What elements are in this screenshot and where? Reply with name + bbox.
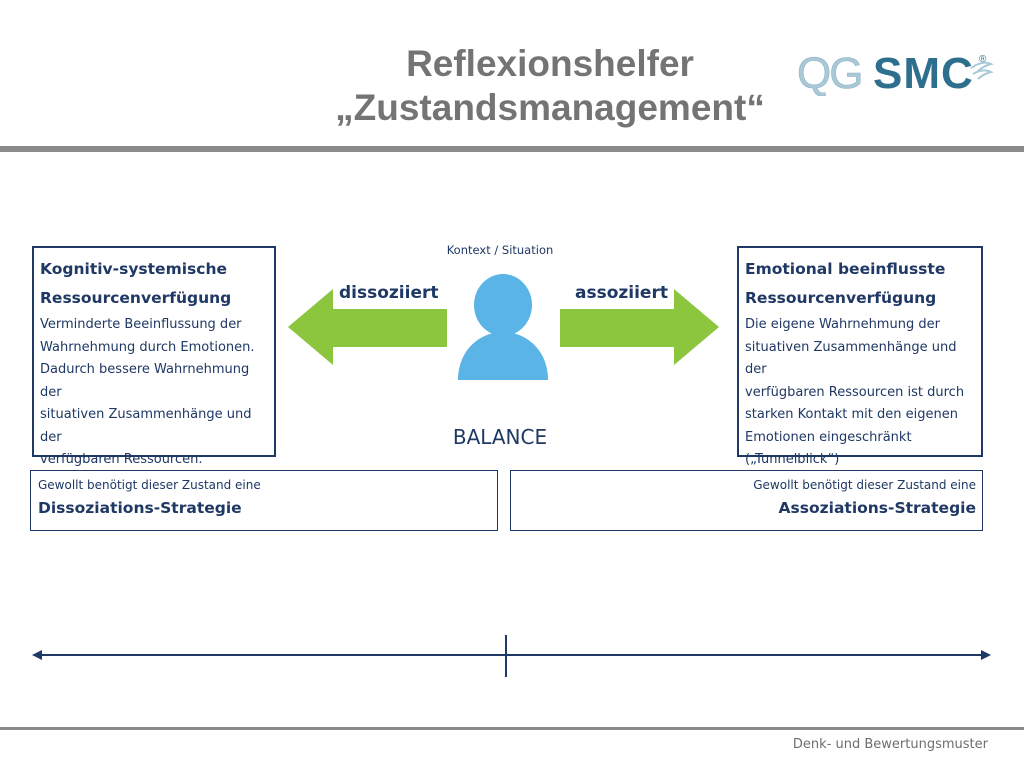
header-divider [0,146,1024,152]
logo-registered-mark: ® [979,54,987,65]
strategy-name: Dissoziations-Strategie [38,499,242,517]
description-line: Dadurch bessere Wahrnehmung der [40,362,250,400]
cognitive-resource-box: Kognitiv-systemische Ressourcenverfügung… [32,246,276,467]
strategy-intro: Gewollt benötigt dieser Zustand eine [38,478,261,492]
dissociation-strategy-box: Gewollt benötigt dieser Zustand eine Dis… [30,470,498,531]
qgsmc-logo: QG SMC ® [797,49,994,96]
emotional-heading-line-1: Emotional beeinflusste [745,260,946,278]
description-line: situativen Zusammenhänge und der [745,339,957,378]
footer-divider [0,727,1024,730]
slide-title-line-1: Reflexionshelfer [406,43,694,84]
cognitive-description: Verminderte Beeinflussung der Wahrnehmun… [40,314,269,472]
logo-qg-text: QG [797,49,861,96]
strategy-name: Assoziations-Strategie [778,499,976,517]
associated-arrow [560,289,719,365]
emotional-resource-box: Emotional beeinflusste Ressourcenverfügu… [737,246,983,467]
description-line: Die eigene Wahrnehmung der [745,317,940,332]
description-line: („Tunnelblick“) [745,452,840,467]
associated-label: assoziiert [575,283,668,303]
association-strategy-box: Gewollt benötigt dieser Zustand eine Ass… [510,470,983,531]
logo-wing-icon [970,61,994,80]
strategy-intro: Gewollt benötigt dieser Zustand eine [753,478,976,492]
description-line: verfügbaren Ressourcen. [40,452,203,467]
dissociated-label: dissoziiert [339,283,439,303]
description-line: starken Kontakt mit den eigenen [745,407,958,422]
cognitive-heading-line-1: Kognitiv-systemische [40,260,227,278]
description-line: Wahrnehmung durch Emotionen. [40,339,255,355]
dissociated-arrow [288,289,447,365]
footer-label: Denk- und Bewertungsmuster [792,737,988,752]
balance-label: BALANCE [452,425,548,449]
balance-scale-line [32,635,991,677]
cognitive-heading-line-2: Ressourcenverfügung [40,289,232,307]
emotional-heading-line-2: Ressourcenverfügung [745,289,937,307]
logo-smc-text: SMC [873,49,974,96]
description-line: verfügbaren Ressourcen ist durch [745,384,965,400]
emotional-description: Die eigene Wahrnehmung der situativen Zu… [745,314,976,472]
description-line: Emotionen eingeschränkt [745,429,912,445]
context-label: Kontext / Situation [446,243,554,257]
slide-title-line-2: „Zustandsmanagement“ [335,87,765,128]
description-line: situativen Zusammenhänge und der [40,407,252,445]
person-icon [458,274,548,380]
description-line: Verminderte Beeinflussung der [40,317,242,332]
